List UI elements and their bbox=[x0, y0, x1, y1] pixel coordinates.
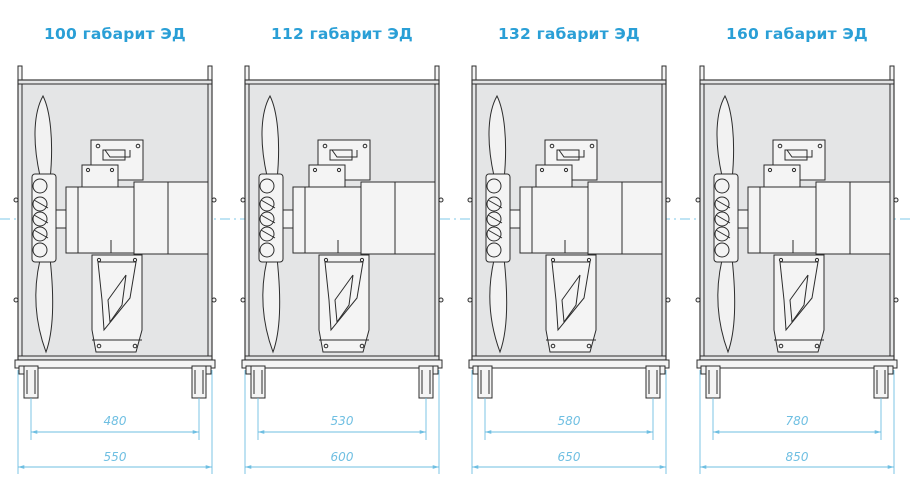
unit-title: 132 габарит ЭД bbox=[498, 25, 640, 43]
outer-dimension-label: 850 bbox=[786, 450, 809, 464]
fan-unit-4: 160 габарит ЭД 780 850 bbox=[695, 25, 899, 474]
leg-right bbox=[873, 365, 889, 399]
leg-right bbox=[191, 365, 207, 399]
base-rail bbox=[696, 359, 898, 369]
outer-dimension-label: 600 bbox=[331, 450, 354, 464]
fan-unit-3: 132 габарит ЭД 580 650 bbox=[467, 25, 671, 474]
fan-unit-2: 112 габарит ЭД 530 600 bbox=[240, 25, 444, 474]
fan-unit-1: 100 габарит ЭД 480 550 bbox=[13, 25, 217, 474]
outer-dimension-label: 650 bbox=[558, 450, 581, 464]
inner-dimension-label: 780 bbox=[786, 414, 809, 428]
leg-right bbox=[645, 365, 661, 399]
inner-dimension-label: 530 bbox=[331, 414, 354, 428]
leg-left bbox=[477, 365, 493, 399]
leg-right bbox=[418, 365, 434, 399]
inner-dimension-label: 480 bbox=[104, 414, 127, 428]
unit-title: 160 габарит ЭД bbox=[726, 25, 868, 43]
leg-left bbox=[250, 365, 266, 399]
leg-left bbox=[705, 365, 721, 399]
inner-dimension-label: 580 bbox=[558, 414, 581, 428]
base-rail bbox=[468, 359, 670, 369]
leg-left bbox=[23, 365, 39, 399]
unit-title: 100 габарит ЭД bbox=[44, 25, 186, 43]
unit-title: 112 габарит ЭД bbox=[271, 25, 413, 43]
base-rail bbox=[241, 359, 443, 369]
outer-dimension-label: 550 bbox=[104, 450, 127, 464]
base-rail bbox=[14, 359, 216, 369]
